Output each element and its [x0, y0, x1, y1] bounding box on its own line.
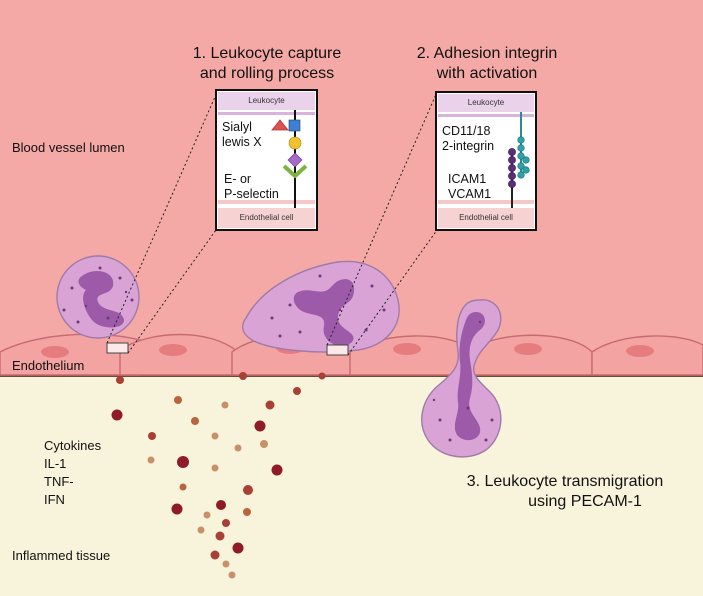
- cytokine-item: IL-1: [44, 456, 67, 471]
- selectin-receptor-icon: [282, 164, 308, 178]
- sialic-acid-diamond-icon: [287, 152, 303, 168]
- box1-leukocyte-label: Leukocyte: [248, 96, 285, 105]
- box1-endothelial-label: Endothelial cell: [239, 213, 294, 222]
- cytokine-dot: [210, 550, 220, 560]
- cytokine-dot: [243, 508, 251, 516]
- callout-box-1: [215, 89, 318, 231]
- icam-receptor-icon: [508, 148, 516, 188]
- cytokine-dot: [215, 531, 225, 541]
- cytokine-list: Cytokines IL-1 TNF- IFN: [44, 437, 101, 509]
- cytokine-dot: [222, 519, 230, 527]
- box1-ligand-label: Sialyl lewis X: [222, 120, 262, 150]
- endothelial-nucleus: [159, 344, 187, 356]
- cytokine-dot: [260, 440, 268, 448]
- cytokine-dot: [216, 500, 226, 510]
- endothelial-nucleus: [41, 346, 69, 358]
- box2-receptor-label: ICAM1 VCAM1: [448, 172, 491, 202]
- step3-title-line2: using PECAM-1: [528, 493, 642, 510]
- callout-box-2: [435, 91, 537, 231]
- cytokine-dot: [147, 456, 155, 464]
- cytokine-dot: [148, 432, 156, 440]
- step3-title: 3. Leukocyte transmigration using PECAM-…: [440, 472, 690, 512]
- cytokine-dot: [174, 396, 182, 404]
- glcnac-square-icon: [288, 119, 301, 132]
- callout-lines: [106, 89, 438, 356]
- endothelial-nucleus: [626, 345, 654, 357]
- step2-title: 2. Adhesion integrin with activation: [394, 44, 580, 84]
- tissue-label: Inflammed tissue: [12, 548, 111, 563]
- box1-ligand-line1: Sialyl: [222, 120, 252, 134]
- cytokine-dot: [111, 409, 123, 421]
- cytokine-dot: [232, 542, 244, 554]
- endothelium-label: Endothelium: [12, 358, 85, 373]
- cytokine-dot: [221, 401, 229, 409]
- step1-title-line2: and rolling process: [199, 65, 335, 82]
- cytokine-dot: [254, 420, 266, 432]
- granules: [62, 266, 494, 442]
- cytokine-item: TNF-: [44, 474, 74, 489]
- cytokine-dot: [211, 464, 219, 472]
- lumen-label: Blood vessel lumen: [12, 140, 125, 155]
- leukocyte-transmigrating: [421, 299, 502, 458]
- box2-leukocyte-label: Leukocyte: [467, 98, 505, 107]
- box1-receptor-line1: E- or: [224, 172, 252, 186]
- box2-receptor-line1: ICAM1: [448, 172, 487, 186]
- box2-integrin-line1: CD11/18: [442, 124, 491, 138]
- cytokine-dot: [271, 464, 283, 476]
- cytokine-dots: [111, 372, 326, 579]
- box1-ligand-line2: lewis X: [222, 135, 262, 149]
- box1-receptor-line2: P-selectin: [224, 187, 279, 201]
- leukocyte-nucleus: [78, 271, 124, 328]
- box2-integrin-line2: 2-integrin: [442, 139, 495, 153]
- fucose-triangle-icon: [271, 119, 289, 131]
- cytokine-dot: [318, 372, 326, 380]
- leukocyte-adhered: [241, 260, 400, 353]
- cytokine-dot: [191, 417, 199, 425]
- leukocyte-nucleus: [293, 279, 355, 347]
- cytokine-dot: [243, 485, 253, 495]
- step2-title-line2: with activation: [436, 65, 538, 82]
- box1-receptor-label: E- or P-selectin: [224, 172, 279, 202]
- step3-title-line1: 3. Leukocyte transmigration: [466, 473, 664, 490]
- cytokine-dot: [211, 432, 219, 440]
- callout-marker-1: [106, 342, 129, 354]
- cytokine-dot: [228, 571, 236, 579]
- cytokine-dot: [203, 511, 211, 519]
- cytokine-dot: [293, 387, 301, 395]
- cytokine-dot: [177, 456, 189, 468]
- cytokine-dot: [239, 372, 247, 380]
- cytokine-heading: Cytokines: [44, 438, 102, 453]
- endothelial-nucleus: [393, 343, 421, 355]
- box2-endothelial-label: Endothelial cell: [459, 213, 513, 222]
- box2-receptor-line2: VCAM1: [448, 187, 492, 201]
- box2-integrin-label: CD11/18 2-integrin: [442, 124, 494, 154]
- galactose-circle-icon: [288, 136, 302, 150]
- step2-title-line1: 2. Adhesion integrin: [416, 45, 558, 62]
- cytokine-dot: [234, 444, 242, 452]
- cytokine-dot: [179, 483, 187, 491]
- integrin-icon: [517, 136, 530, 179]
- cytokine-dot: [265, 400, 275, 410]
- endothelial-nucleus: [514, 343, 542, 355]
- cytokine-dot: [116, 376, 124, 384]
- cytokine-dot: [197, 526, 205, 534]
- leukocyte-nucleus: [454, 312, 485, 441]
- step1-title: 1. Leukocyte capture and rolling process: [174, 44, 360, 84]
- cytokine-item: IFN: [44, 492, 65, 507]
- cytokine-dot: [222, 560, 230, 568]
- cytokine-dot: [171, 503, 183, 515]
- callout-marker-2: [326, 344, 349, 356]
- step1-title-line1: 1. Leukocyte capture: [192, 45, 342, 62]
